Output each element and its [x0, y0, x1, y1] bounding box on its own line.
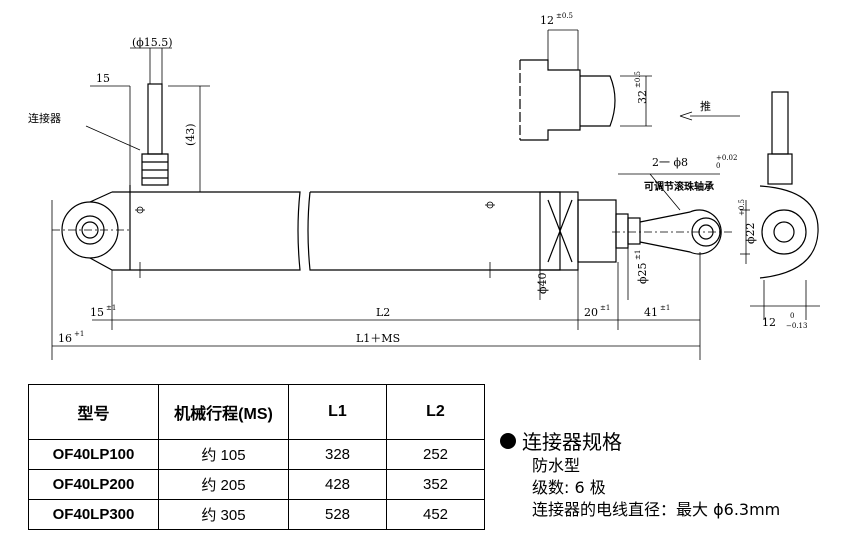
- table-row: OF40LP200 约 205 428 352: [28, 469, 485, 500]
- connector-spec-title: 连接器规格: [522, 430, 622, 454]
- connector-body: [147, 83, 163, 155]
- label-15-left: 15: [90, 306, 104, 319]
- label-15: 15: [96, 72, 110, 85]
- detail-view-end: [520, 59, 581, 141]
- cell-stroke: 约 305: [158, 499, 289, 530]
- label-phi15-5: (ϕ15.5): [132, 36, 173, 49]
- side-view-connector: [771, 91, 789, 155]
- connector-spec-title-row: 连接器规格: [500, 426, 780, 455]
- label-phi40: ϕ40: [536, 273, 549, 295]
- label-tol-12-up: 0: [790, 312, 794, 320]
- label-16: 16: [58, 332, 72, 345]
- label-L2: L2: [376, 306, 390, 319]
- label-41: 41: [644, 306, 658, 319]
- spec-line-waterproof: 防水型: [532, 456, 581, 475]
- label-bearing-tol-up: +0.02: [716, 154, 737, 162]
- rod-housing: [577, 199, 617, 263]
- cell-model: OF40LP100: [28, 439, 159, 470]
- label-32: 32: [636, 90, 649, 104]
- spec-line-poles: 级数: 6 极: [532, 478, 606, 497]
- label-adjustable-bearing: 可调节滚珠轴承: [644, 180, 714, 193]
- bullet-icon: [500, 432, 516, 449]
- connector-spec-section: 连接器规格 防水型 级数: 6 极 连接器的电线直径：最大 ϕ6.3mm: [500, 426, 780, 521]
- header-model: 型号: [28, 384, 159, 440]
- connector-nut: [141, 153, 169, 186]
- spec-line-wire-diameter: 连接器的电线直径：最大 ϕ6.3mm: [532, 500, 781, 519]
- table-row: OF40LP100 约 105 328 252: [28, 439, 485, 470]
- label-tol-15-left: ±1: [106, 304, 116, 312]
- label-L1-MS: L1＋MS: [356, 332, 400, 345]
- label-phi25: ϕ25: [636, 263, 649, 285]
- label-43: (43): [184, 123, 197, 146]
- table-row: OF40LP300 约 305 528 452: [28, 499, 485, 530]
- cell-l2: 252: [386, 439, 485, 470]
- side-view-body: [759, 185, 819, 279]
- cell-l1: 328: [288, 439, 387, 470]
- cell-stroke: 约 105: [158, 439, 289, 470]
- label-bearing-spec: 2一 ϕ8: [652, 156, 688, 169]
- cell-stroke: 约 205: [158, 469, 289, 500]
- cell-model: OF40LP200: [28, 469, 159, 500]
- label-connector: 连接器: [28, 112, 61, 125]
- technical-drawing: (ϕ15.5) 15 连接器 (43) 12 ±0.5 32 ±0.5 推 2一…: [28, 12, 820, 360]
- cylinder-body-left: [89, 191, 301, 271]
- cylinder-body-right: [307, 191, 561, 271]
- label-tol-12-low: −0.13: [786, 322, 807, 330]
- label-tol-32: ±0.5: [634, 71, 642, 88]
- cell-l2: 352: [386, 469, 485, 500]
- label-tol-phi22: +0.5: [738, 199, 746, 216]
- header-stroke: 机械行程(MS): [158, 384, 289, 440]
- label-12-right: 12: [762, 316, 776, 329]
- right-rod-eye: [639, 209, 722, 255]
- model-spec-table: 型号 机械行程(MS) L1 L2 OF40LP100 约 105 328 25…: [28, 384, 485, 530]
- cell-model: OF40LP300: [28, 499, 159, 530]
- label-push: 推: [700, 99, 711, 113]
- label-tol-16: +1: [74, 330, 84, 338]
- label-tol-top: ±0.5: [556, 12, 573, 20]
- cell-l1: 528: [288, 499, 387, 530]
- cell-l1: 428: [288, 469, 387, 500]
- header-l1: L1: [288, 384, 387, 440]
- cell-l2: 452: [386, 499, 485, 530]
- label-tol-20: ±1: [600, 304, 610, 312]
- table-header-row: 型号 机械行程(MS) L1 L2: [28, 384, 485, 440]
- label-bearing-tol-low: 0: [716, 162, 720, 170]
- label-phi22: ϕ22: [744, 223, 757, 245]
- label-12-top: 12: [540, 14, 554, 27]
- label-tol-41: ±1: [660, 304, 670, 312]
- label-20: 20: [584, 306, 598, 319]
- header-l2: L2: [386, 384, 485, 440]
- label-tol-phi25: ±1: [634, 250, 642, 260]
